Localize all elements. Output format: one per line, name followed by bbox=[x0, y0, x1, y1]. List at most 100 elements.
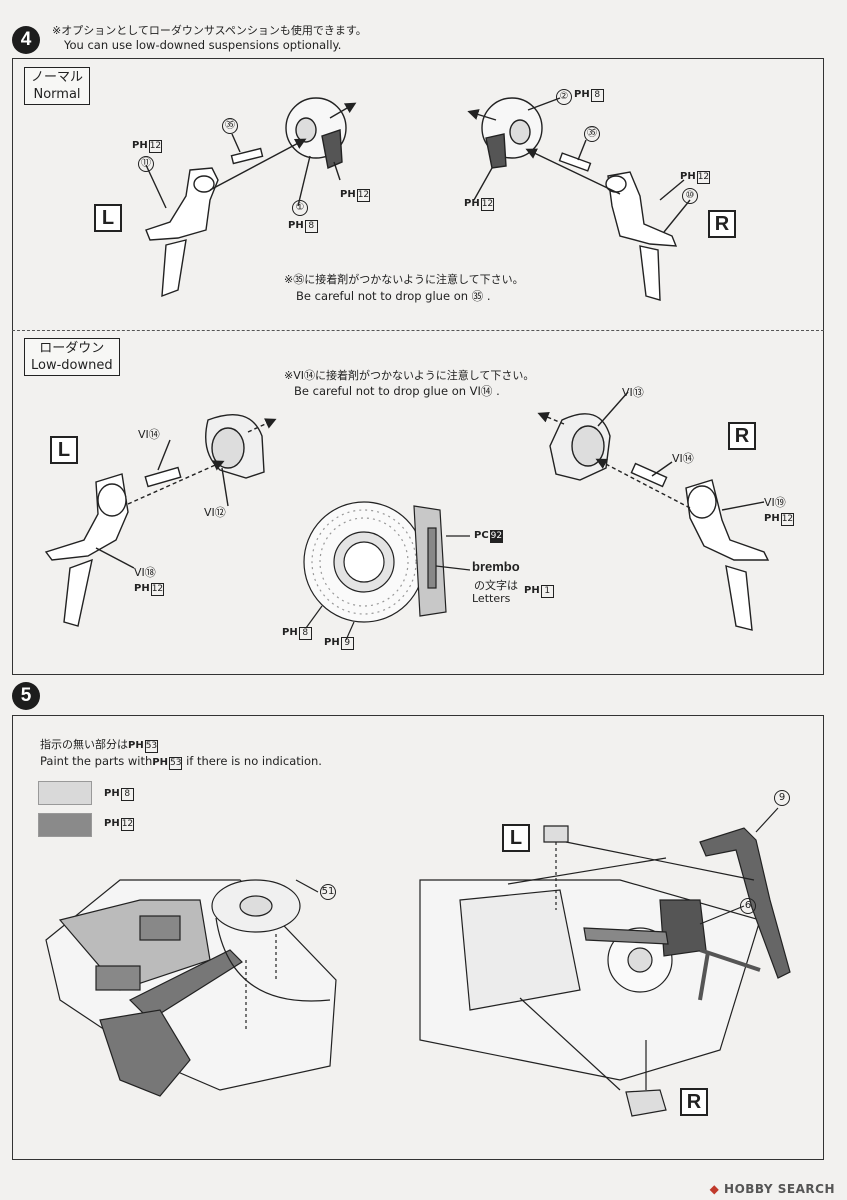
paint-prefix: PC bbox=[474, 530, 489, 541]
normal-left-knuckle-part: ⑪ bbox=[138, 156, 154, 172]
paint-prefix: PH bbox=[340, 189, 356, 200]
normal-right-knuckle-part: ⑩ bbox=[682, 188, 698, 204]
step-5-right-side-letter: R bbox=[686, 1090, 702, 1113]
step-4-note-jp: ※オプションとしてローダウンサスペンションも使用できます。 bbox=[52, 24, 367, 37]
lowdown-right-hub bbox=[571, 425, 605, 467]
paint-code: 1 bbox=[540, 585, 554, 598]
normal-left-strut bbox=[161, 239, 187, 298]
step-5-right-side-marker: R bbox=[680, 1088, 708, 1116]
lowdowned-left-disc-part: VI⑫ bbox=[204, 506, 226, 519]
paint-code: 12 bbox=[356, 189, 371, 202]
paint-prefix: PH bbox=[574, 89, 590, 100]
step-5-frame bbox=[12, 715, 824, 1160]
brembo-note-jp: の文字は bbox=[474, 579, 518, 592]
paint-code: 8 bbox=[298, 627, 312, 640]
chassis-left-illustration bbox=[45, 879, 337, 1097]
normal-right-knuckle bbox=[607, 171, 678, 247]
lowdown-right-assembly bbox=[537, 391, 770, 631]
normal-right-disc-part: ② bbox=[556, 89, 572, 105]
normal-left-side-letter: L bbox=[101, 206, 115, 229]
lowdowned-right-knuckle-part: VI⑲ bbox=[764, 496, 786, 509]
step-4-frame bbox=[12, 58, 824, 675]
paint-code: 8 bbox=[590, 89, 604, 102]
normal-right-strut bbox=[639, 245, 661, 301]
paint-code: 9 bbox=[340, 637, 354, 650]
part-number: 9 bbox=[774, 790, 790, 806]
paint-prefix: PH bbox=[134, 583, 150, 594]
hobby-search-watermark: ◆ HOBBY SEARCH bbox=[709, 1182, 835, 1196]
normal-right-pin-part: ㉟ bbox=[584, 126, 600, 142]
part-number: ㉟ bbox=[222, 118, 238, 134]
brembo-disc-illustration bbox=[303, 501, 471, 641]
part-number: ⑪ bbox=[138, 156, 154, 172]
part-number: ㉟ bbox=[584, 126, 600, 142]
lowdowned-right-side-letter: R bbox=[734, 424, 750, 447]
paint-prefix: PH bbox=[288, 220, 304, 231]
lowdown-left-strut bbox=[63, 558, 93, 627]
lowdowned-left-side-letter: L bbox=[57, 438, 71, 461]
paint-prefix: PH bbox=[464, 198, 480, 209]
step-5-note-en-post: if there is no indication. bbox=[186, 754, 322, 768]
rear-driveshaft bbox=[583, 927, 669, 945]
part-number: ① bbox=[292, 200, 308, 216]
normal-right-side-letter: R bbox=[714, 212, 730, 235]
lowdowned-right-pin-part: VI⑭ bbox=[672, 452, 694, 465]
normal-left-pin bbox=[230, 147, 264, 165]
paint-code: 12 bbox=[148, 140, 163, 153]
paint-code: 12 bbox=[696, 171, 711, 184]
paint-prefix: PH bbox=[152, 757, 168, 768]
paint-code: 12 bbox=[120, 818, 135, 831]
normal-left-hub bbox=[295, 117, 317, 143]
lowdowned-label-jp: ローダウン bbox=[39, 341, 105, 356]
normal-right-hub bbox=[509, 119, 531, 145]
lowdown-right-pin bbox=[630, 462, 668, 488]
step-5-note-en-pre: Paint the parts with bbox=[40, 754, 153, 768]
paint-prefix: PH bbox=[324, 637, 340, 648]
chassis-mudflap bbox=[99, 1009, 191, 1097]
lowdowned-label-en: Low-downed bbox=[31, 358, 113, 373]
normal-lowdown-divider bbox=[12, 330, 824, 331]
brembo-note-en: Letters bbox=[472, 592, 511, 605]
step-4-note-en: You can use low-downed suspensions optio… bbox=[64, 38, 342, 52]
normal-right-pin bbox=[558, 152, 592, 172]
normal-left-disc-part: ① bbox=[292, 200, 308, 216]
paint-prefix: PH bbox=[104, 788, 120, 799]
lowdowned-right-disc-part: VI⑬ bbox=[622, 386, 644, 399]
lowdowned-left-side-marker: L bbox=[50, 436, 78, 464]
normal-left-caliper bbox=[321, 129, 343, 169]
step-5-number: 5 bbox=[20, 685, 32, 706]
step-5-badge: 5 bbox=[12, 682, 40, 710]
normal-label-jp: ノーマル bbox=[31, 70, 84, 85]
paint-code: 8 bbox=[304, 220, 318, 233]
step-4-badge: 4 bbox=[12, 26, 40, 54]
lowdowned-label: ローダウン Low-downed bbox=[24, 338, 120, 376]
normal-caution-jp: ※㉟に接着剤がつかないように注意して下さい。 bbox=[284, 273, 524, 286]
paint-prefix: PH bbox=[132, 140, 148, 151]
lowdowned-left-pin-part: VI⑭ bbox=[138, 428, 160, 441]
part-number: ② bbox=[556, 89, 572, 105]
paint-prefix: PH bbox=[764, 513, 780, 524]
part-number: 51 bbox=[320, 884, 336, 900]
lowdowned-caution-jp: ※VI⑭に接着剤がつかないように注意して下さい。 bbox=[284, 369, 535, 382]
lowdown-left-assembly bbox=[44, 413, 277, 627]
rear-suspension-arm bbox=[699, 827, 791, 979]
step-5-note-jp-text: 指示の無い部分は bbox=[40, 738, 128, 751]
paint-prefix: PH bbox=[104, 818, 120, 829]
lowdowned-right-side-marker: R bbox=[728, 422, 756, 450]
normal-right-caliper bbox=[485, 133, 507, 169]
paint-code: 53 bbox=[144, 740, 159, 753]
paint-code: 53 bbox=[168, 757, 183, 770]
paint-code: 92 bbox=[489, 530, 504, 543]
